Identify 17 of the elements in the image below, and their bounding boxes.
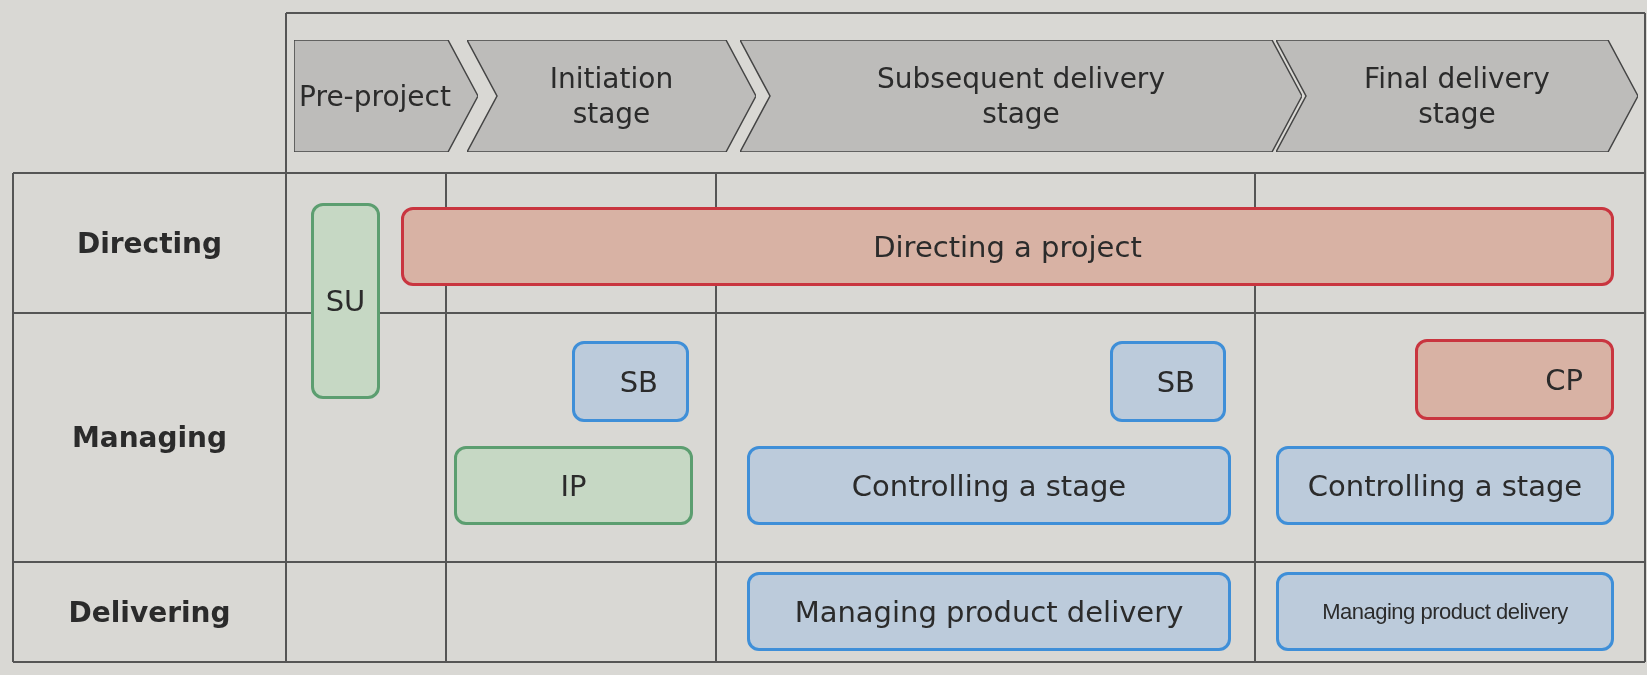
- stage-header: Final delivery stage: [1276, 40, 1638, 152]
- row-heading: Delivering: [68, 595, 231, 629]
- stage-header: Pre-project: [294, 40, 478, 152]
- process-box: Managing product delivery: [1276, 572, 1614, 651]
- process-box: Managing product delivery: [747, 572, 1231, 651]
- process-box: Controlling a stage: [1276, 446, 1614, 525]
- process-box: SB: [1110, 341, 1226, 422]
- process-box: SB: [572, 341, 689, 422]
- row-heading: Managing: [71, 421, 228, 454]
- process-box: IP: [454, 446, 693, 525]
- stage-header: Initiation stage: [467, 40, 756, 152]
- stage-header: Subsequent delivery stage: [740, 40, 1302, 152]
- process-box: SU: [311, 203, 380, 399]
- process-box: Directing a project: [401, 207, 1614, 286]
- process-box: Controlling a stage: [747, 446, 1231, 525]
- row-heading: Directing: [76, 226, 223, 260]
- process-box: CP: [1415, 339, 1614, 420]
